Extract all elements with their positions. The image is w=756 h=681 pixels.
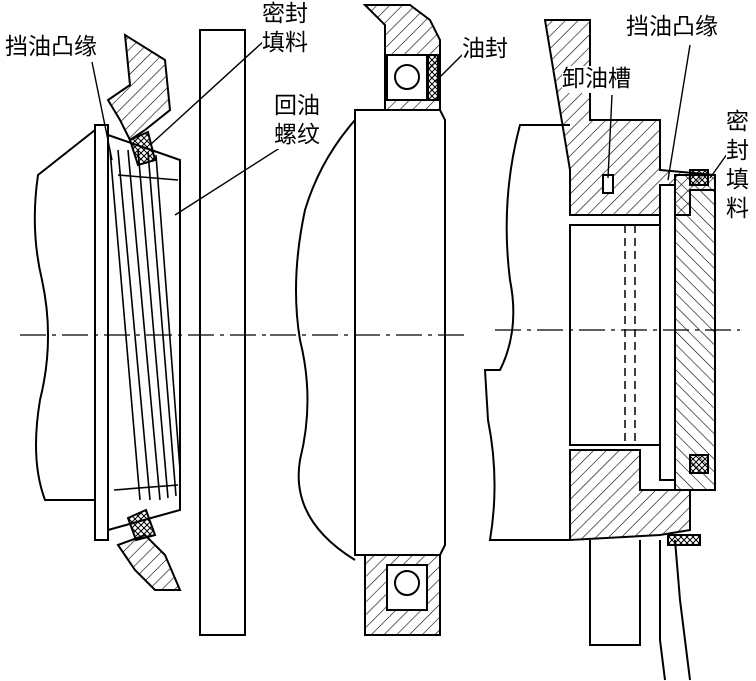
left-housing-top — [106, 33, 172, 142]
right-shaft — [483, 124, 570, 541]
left-oil-flange — [94, 124, 109, 541]
middle-bearing-top — [386, 54, 428, 101]
left-oil-flange-label: 挡油凸缘 — [5, 34, 97, 61]
right-packing-bottom — [689, 454, 709, 474]
right-housing-bottom — [569, 449, 691, 542]
left-thread-label-line1: 回油 — [274, 93, 320, 120]
right-packing-char: 料 — [726, 196, 749, 222]
middle-oil-seal-top — [427, 54, 439, 101]
right-packing-top — [689, 169, 709, 186]
left-gland-plate — [199, 29, 246, 636]
right-packing-char: 封 — [726, 138, 749, 164]
middle-seal-assembly — [270, 4, 470, 636]
middle-oil-seal-label: 油封 — [462, 36, 508, 63]
right-drain-groove-label: 卸油槽 — [562, 66, 631, 93]
left-packing-label-line1: 密封 — [262, 1, 308, 28]
left-packing-bottom — [126, 508, 157, 542]
right-sleeve — [569, 224, 661, 446]
left-packing-top — [128, 130, 157, 167]
left-thread-label-line2: 螺纹 — [274, 122, 320, 149]
right-packing-char: 密 — [726, 109, 749, 135]
middle-ball-top — [394, 64, 420, 90]
left-seal-assembly — [20, 29, 270, 636]
right-pipe — [589, 539, 691, 681]
middle-shaft-body — [354, 109, 446, 556]
middle-ball-bottom — [394, 570, 420, 596]
left-packing-label-line2: 填料 — [262, 30, 308, 57]
left-return-thread — [109, 149, 181, 501]
left-shaft — [33, 129, 96, 501]
middle-shaft — [295, 119, 356, 561]
right-packing-char: 填 — [726, 167, 749, 193]
right-oil-flange — [659, 184, 676, 481]
middle-bearing-bottom — [386, 564, 428, 611]
right-oil-flange-label: 挡油凸缘 — [626, 14, 718, 41]
left-housing-bottom — [116, 533, 182, 591]
right-packing-label: 密 封 填 料 — [726, 108, 749, 224]
right-seal-assembly — [483, 19, 740, 681]
